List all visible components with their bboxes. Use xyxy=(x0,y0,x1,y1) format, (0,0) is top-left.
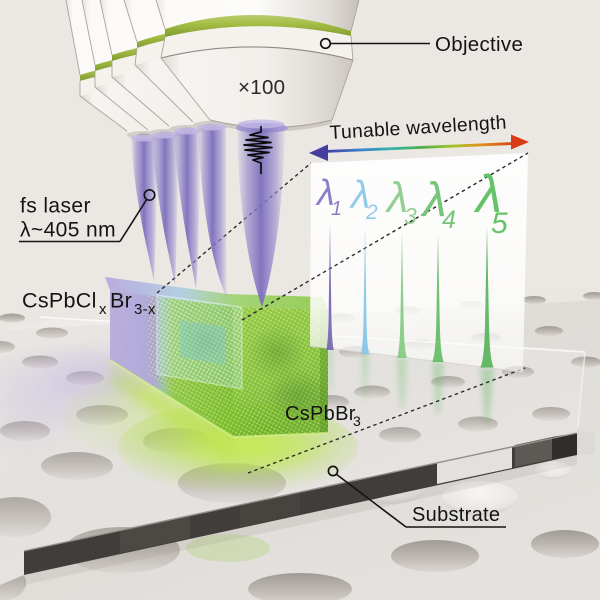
svg-text:λ: λ xyxy=(315,172,335,213)
svg-text:x: x xyxy=(99,301,107,318)
svg-text:Objective: Objective xyxy=(435,33,523,56)
svg-text:CsPbBr: CsPbBr xyxy=(285,403,356,425)
svg-text:λ: λ xyxy=(420,174,447,227)
svg-text:Substrate: Substrate xyxy=(412,504,500,526)
svg-text:fs laser: fs laser xyxy=(20,195,91,218)
svg-text:1: 1 xyxy=(331,198,342,220)
svg-text:CsPbCl: CsPbCl xyxy=(22,289,97,313)
svg-text:λ: λ xyxy=(385,174,408,222)
svg-text:5: 5 xyxy=(491,207,508,240)
svg-text:λ~405 nm: λ~405 nm xyxy=(20,219,116,242)
svg-text:λ: λ xyxy=(473,165,502,224)
svg-text:3: 3 xyxy=(404,203,417,229)
svg-text:Br: Br xyxy=(110,289,132,313)
svg-text:4: 4 xyxy=(442,206,456,234)
svg-text:3: 3 xyxy=(353,413,361,429)
svg-text:λ: λ xyxy=(349,174,370,217)
svg-text:×100: ×100 xyxy=(238,76,285,99)
svg-text:3-x: 3-x xyxy=(134,301,156,318)
svg-text:2: 2 xyxy=(365,201,378,224)
